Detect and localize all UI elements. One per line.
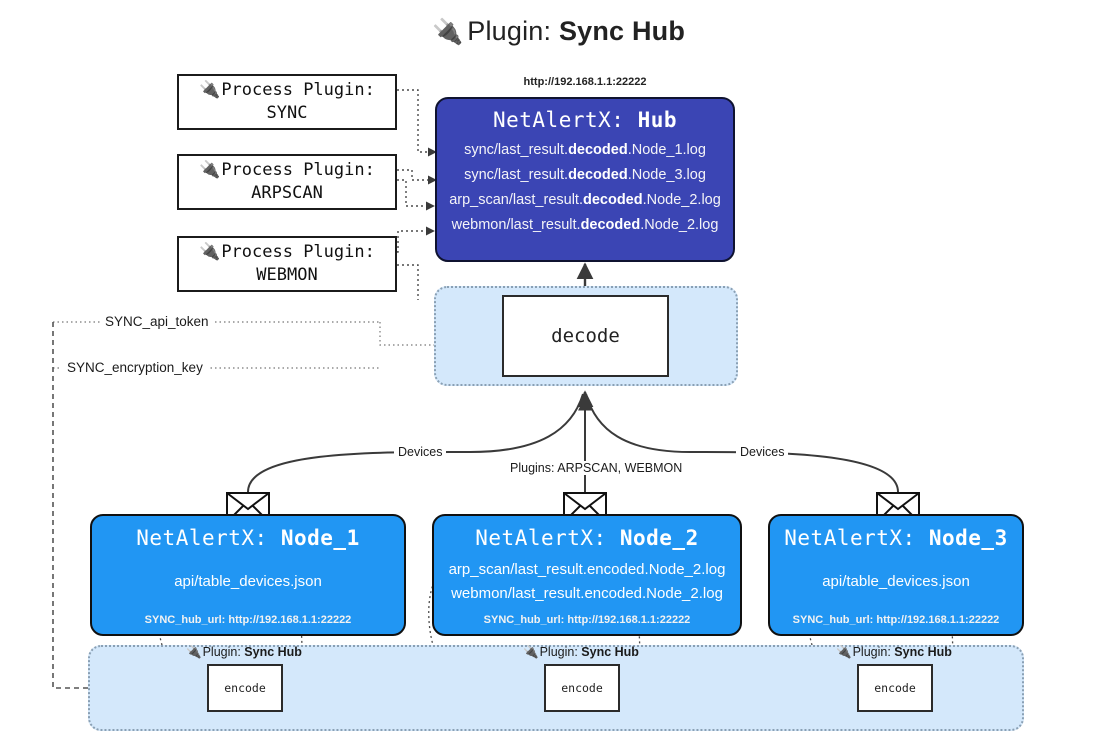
node-3-footer: SYNC_hub_url: http://192.168.1.1:22222 xyxy=(792,614,1000,626)
node-2-line: arp_scan/last_result.encoded.Node_2.log xyxy=(448,560,726,578)
process-plugin-arpscan[interactable]: 🔌Process Plugin: ARPSCAN xyxy=(177,154,397,210)
node-2-body: arp_scan/last_result.encoded.Node_2.log … xyxy=(434,550,740,614)
encode-label: encode xyxy=(224,681,266,695)
process-plugin-webmon-line1: Process Plugin: xyxy=(221,241,375,262)
encoder-1-plugin-label: 🔌Plugin: Sync Hub xyxy=(186,645,302,659)
encode-label: encode xyxy=(561,681,603,695)
process-plugin-arpscan-line2: ARPSCAN xyxy=(251,183,323,203)
hub-header-prefix: NetAlertX: xyxy=(492,108,625,132)
decode-label: decode xyxy=(551,325,620,347)
edge-node1-to-decode xyxy=(247,393,584,493)
edge-webmon-down xyxy=(397,264,419,300)
page-title: 🔌Plugin: Sync Hub xyxy=(0,16,1117,47)
encoder-2-plugin-label: 🔌Plugin: Sync Hub xyxy=(523,645,639,659)
node-3[interactable]: NetAlertX: Node_3 api/table_devices.json… xyxy=(768,514,1024,636)
plug-icon: 🔌 xyxy=(199,241,221,262)
hub-log-line: sync/last_result.decoded.Node_3.log xyxy=(464,166,706,183)
hub-log-line: arp_scan/last_result.decoded.Node_2.log xyxy=(449,191,721,208)
plug-icon: 🔌 xyxy=(836,645,852,659)
node-1[interactable]: NetAlertX: Node_1 api/table_devices.json… xyxy=(90,514,406,636)
hub-log-line: webmon/last_result.decoded.Node_2.log xyxy=(451,216,719,233)
edge-label-plugins-middle: Plugins: ARPSCAN, WEBMON xyxy=(506,461,687,475)
process-plugin-arpscan-line1: Process Plugin: xyxy=(221,159,375,180)
node-1-line: api/table_devices.json xyxy=(174,572,322,590)
edge-arpscan-to-hub xyxy=(397,169,437,185)
edge-node3-to-decode xyxy=(585,393,899,493)
process-plugin-sync-line1: Process Plugin: xyxy=(221,79,375,100)
encode-box-1[interactable]: encode xyxy=(207,664,283,712)
node-2[interactable]: NetAlertX: Node_2 arp_scan/last_result.e… xyxy=(432,514,742,636)
encode-box-2[interactable]: encode xyxy=(544,664,620,712)
node-1-header: NetAlertX: Node_1 xyxy=(136,526,360,550)
plug-icon: 🔌 xyxy=(199,79,221,100)
plug-icon: 🔌 xyxy=(199,159,221,180)
edge-arpscan-to-hub-2 xyxy=(397,179,435,211)
hub-node[interactable]: NetAlertX: Hub sync/last_result.decoded.… xyxy=(435,97,735,262)
edge-sync-to-hub-1 xyxy=(397,89,437,157)
title-name: Sync Hub xyxy=(558,16,686,46)
edge-label-devices-left: Devices xyxy=(394,445,447,459)
hub-url-label: http://192.168.1.1:22222 xyxy=(523,76,647,88)
encoder-3-plugin-label: 🔌Plugin: Sync Hub xyxy=(836,645,952,659)
node-1-body: api/table_devices.json xyxy=(92,550,404,614)
encode-box-3[interactable]: encode xyxy=(857,664,933,712)
edge-webmon-to-hub xyxy=(397,226,435,253)
node-3-header: NetAlertX: Node_3 xyxy=(784,526,1008,550)
process-plugin-webmon-line2: WEBMON xyxy=(256,265,318,285)
hub-log-line: sync/last_result.decoded.Node_1.log xyxy=(464,142,706,158)
process-plugin-sync[interactable]: 🔌Process Plugin: SYNC xyxy=(177,74,397,130)
node-3-body: api/table_devices.json xyxy=(770,550,1022,614)
node-1-footer: SYNC_hub_url: http://192.168.1.1:22222 xyxy=(144,614,352,626)
process-plugin-webmon[interactable]: 🔌Process Plugin: WEBMON xyxy=(177,236,397,292)
edge-label-devices-right: Devices xyxy=(736,445,789,459)
node-2-header: NetAlertX: Node_2 xyxy=(475,526,699,550)
secret-label-api-token: SYNC_api_token xyxy=(100,314,214,329)
node-2-line: webmon/last_result.encoded.Node_2.log xyxy=(451,585,723,602)
hub-header: NetAlertX: Hub xyxy=(493,108,677,132)
plug-icon: 🔌 xyxy=(523,645,539,659)
decode-box[interactable]: decode xyxy=(502,295,669,377)
process-plugin-sync-line2: SYNC xyxy=(266,103,308,123)
node-2-footer: SYNC_hub_url: http://192.168.1.1:22222 xyxy=(483,614,691,626)
secret-label-encryption-key: SYNC_encryption_key xyxy=(62,360,208,375)
plug-icon: 🔌 xyxy=(186,645,202,659)
plug-icon: 🔌 xyxy=(431,18,464,46)
hub-header-name: Hub xyxy=(637,108,678,132)
title-prefix: Plugin: xyxy=(467,16,552,46)
node-3-line: api/table_devices.json xyxy=(822,572,970,590)
encode-label: encode xyxy=(874,681,916,695)
